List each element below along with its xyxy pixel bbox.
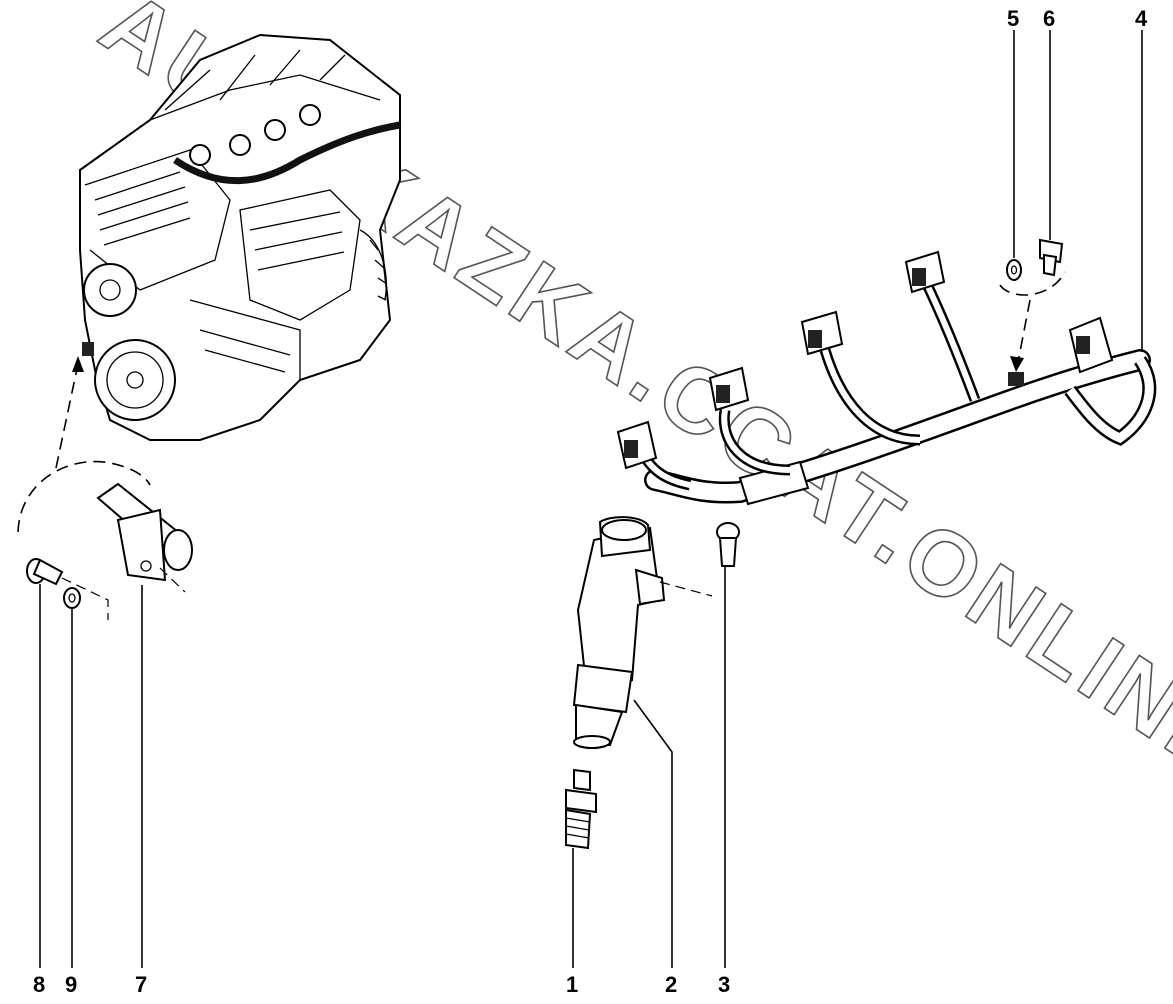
engine-assembly <box>79 33 401 441</box>
callout-3: 3 <box>718 972 730 997</box>
ignition-coil <box>572 516 666 749</box>
callout-1: 1 <box>566 972 578 997</box>
bolt-part <box>26 558 64 586</box>
harness-group-arc-dashed <box>999 271 1066 296</box>
spark-plug <box>565 768 597 850</box>
arrow-down-icon <box>1010 356 1024 372</box>
callout-6: 6 <box>1043 6 1055 31</box>
harness-washer <box>1006 259 1022 281</box>
callout-9: 9 <box>65 972 77 997</box>
engine-link-dashed <box>55 363 79 469</box>
harness-bolt <box>1039 238 1064 277</box>
harness-link-dashed <box>1017 299 1031 363</box>
callout-4: 4 <box>1135 6 1148 31</box>
sensor-part <box>96 482 193 582</box>
washer-part <box>63 587 81 609</box>
wiring-harness <box>616 250 1157 506</box>
callout-5: 5 <box>1007 6 1019 31</box>
callout-8: 8 <box>33 972 45 997</box>
callout-7: 7 <box>135 972 147 997</box>
callout-2: 2 <box>665 972 677 997</box>
group-arc-dashed <box>17 460 151 533</box>
coil-bolt <box>716 522 740 567</box>
arrow-up-icon <box>72 356 84 372</box>
